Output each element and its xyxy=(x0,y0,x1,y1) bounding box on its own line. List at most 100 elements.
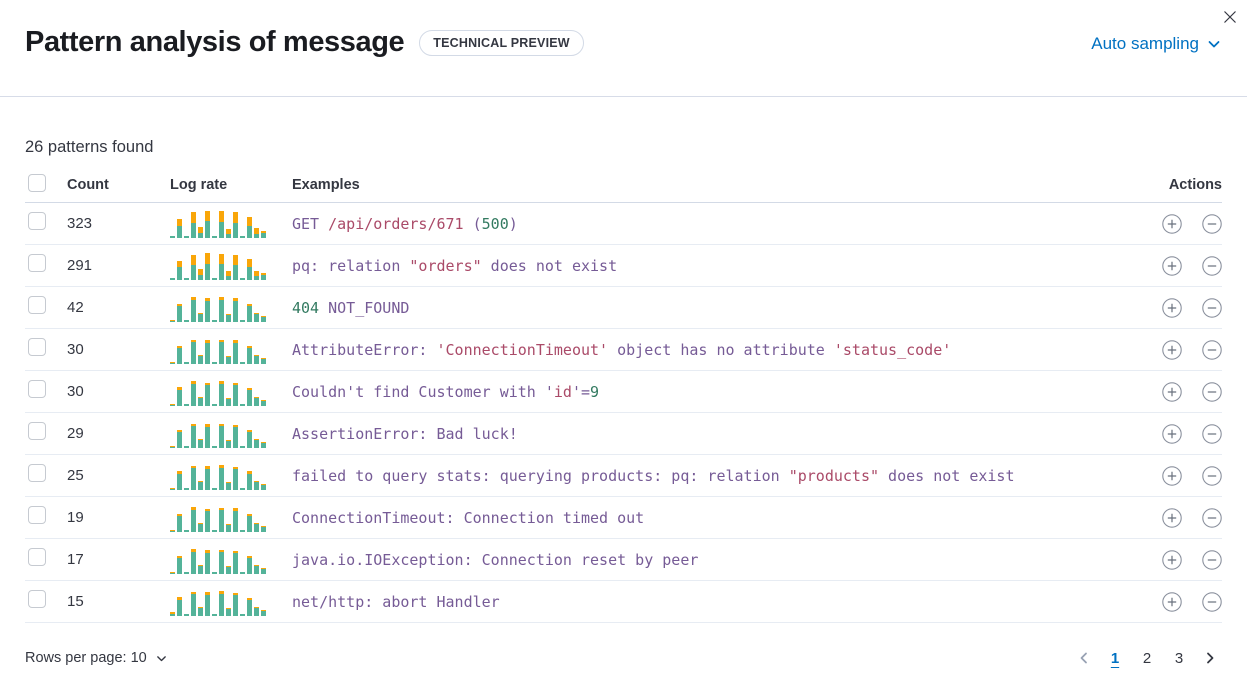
count-cell: 42 xyxy=(67,299,84,316)
row-checkbox[interactable] xyxy=(28,254,46,272)
plus-circle-icon xyxy=(1162,255,1182,276)
filter-in-button[interactable] xyxy=(1162,507,1182,528)
example-cell: failed to query stats: querying products… xyxy=(292,467,1130,485)
plus-circle-icon xyxy=(1162,381,1182,402)
filter-out-button[interactable] xyxy=(1202,381,1222,402)
log-rate-sparkline xyxy=(170,588,270,616)
example-token: "products" xyxy=(788,466,880,485)
close-button[interactable] xyxy=(1217,4,1243,30)
log-rate-sparkline xyxy=(170,504,270,532)
minus-circle-icon xyxy=(1202,549,1222,570)
select-all-checkbox[interactable] xyxy=(28,173,46,192)
row-checkbox[interactable] xyxy=(28,338,46,356)
sampling-dropdown-label: Auto sampling xyxy=(1091,34,1199,53)
filter-in-button[interactable] xyxy=(1162,381,1182,402)
example-token: object has no attribute xyxy=(608,340,834,359)
column-header-count: Count xyxy=(67,177,109,193)
rows-per-page-button[interactable]: Rows per page: 10 xyxy=(25,650,168,666)
filter-out-button[interactable] xyxy=(1202,465,1222,486)
example-token: does not exist xyxy=(879,466,1015,485)
row-checkbox[interactable] xyxy=(28,296,46,314)
filter-in-button[interactable] xyxy=(1162,423,1182,444)
rows-per-page-label: Rows per page: 10 xyxy=(25,650,147,666)
filter-out-button[interactable] xyxy=(1202,423,1222,444)
log-rate-sparkline xyxy=(170,546,270,574)
example-token: ) xyxy=(508,214,518,233)
minus-circle-icon xyxy=(1202,465,1222,486)
filter-in-button[interactable] xyxy=(1162,255,1182,276)
row-checkbox[interactable] xyxy=(28,548,46,566)
plus-circle-icon xyxy=(1162,213,1182,234)
example-token: 500 xyxy=(481,214,509,233)
plus-circle-icon xyxy=(1162,549,1182,570)
pagination-prev-button[interactable] xyxy=(1072,646,1096,670)
chevron-left-icon xyxy=(1080,652,1087,664)
filter-out-button[interactable] xyxy=(1202,507,1222,528)
log-rate-sparkline xyxy=(170,420,270,448)
chevron-down-icon xyxy=(1208,41,1220,48)
pagination-page-3[interactable]: 3 xyxy=(1166,646,1192,670)
count-cell: 25 xyxy=(67,467,84,484)
filter-in-button[interactable] xyxy=(1162,213,1182,234)
table-body: 323 GET /api/orders/671 (500) 291 pq: re… xyxy=(25,203,1222,623)
sampling-dropdown-button[interactable]: Auto sampling xyxy=(1091,34,1222,54)
example-token: /api/orders/671 xyxy=(328,214,464,233)
filter-in-button[interactable] xyxy=(1162,591,1182,612)
filter-in-button[interactable] xyxy=(1162,339,1182,360)
close-icon xyxy=(1224,11,1236,23)
filter-out-button[interactable] xyxy=(1202,591,1222,612)
filter-out-button[interactable] xyxy=(1202,213,1222,234)
example-token: 404 xyxy=(292,298,320,317)
minus-circle-icon xyxy=(1202,255,1222,276)
example-token: AttributeError: xyxy=(292,340,437,359)
technical-preview-badge: TECHNICAL PREVIEW xyxy=(419,30,584,56)
table-row: 17 java.io.IOException: Connection reset… xyxy=(25,539,1222,581)
table-row: 29 AssertionError: Bad luck! xyxy=(25,413,1222,455)
filter-in-button[interactable] xyxy=(1162,549,1182,570)
header-divider xyxy=(0,96,1247,97)
example-token: pq: relation xyxy=(292,256,410,275)
example-token: java.io.IOException: Connection reset by… xyxy=(292,550,699,569)
example-token: net/http: abort Handler xyxy=(292,592,500,611)
filter-in-button[interactable] xyxy=(1162,465,1182,486)
row-checkbox[interactable] xyxy=(28,464,46,482)
example-cell: Couldn't find Customer with 'id'=9 xyxy=(292,383,1130,401)
row-checkbox[interactable] xyxy=(28,506,46,524)
table-row: 42 404 NOT_FOUND xyxy=(25,287,1222,329)
example-token: 'ConnectionTimeout' xyxy=(436,340,609,359)
minus-circle-icon xyxy=(1202,591,1222,612)
minus-circle-icon xyxy=(1202,507,1222,528)
example-cell: java.io.IOException: Connection reset by… xyxy=(292,551,1130,569)
filter-out-button[interactable] xyxy=(1202,549,1222,570)
filter-in-button[interactable] xyxy=(1162,297,1182,318)
plus-circle-icon xyxy=(1162,591,1182,612)
filter-out-button[interactable] xyxy=(1202,297,1222,318)
filter-out-button[interactable] xyxy=(1202,255,1222,276)
row-checkbox[interactable] xyxy=(28,590,46,608)
table-row: 30 AttributeError: 'ConnectionTimeout' o… xyxy=(25,329,1222,371)
count-cell: 15 xyxy=(67,593,84,610)
row-checkbox[interactable] xyxy=(28,380,46,398)
patterns-found-count: 26 patterns found xyxy=(25,138,154,156)
example-cell: pq: relation "orders" does not exist xyxy=(292,257,1130,275)
pagination-page-2[interactable]: 2 xyxy=(1134,646,1160,670)
row-checkbox[interactable] xyxy=(28,212,46,230)
count-cell: 30 xyxy=(67,341,84,358)
pagination-next-button[interactable] xyxy=(1198,646,1222,670)
log-rate-sparkline xyxy=(170,294,270,322)
row-checkbox[interactable] xyxy=(28,422,46,440)
table-row: 323 GET /api/orders/671 (500) xyxy=(25,203,1222,245)
example-token: ConnectionTimeout: Connection timed out xyxy=(292,508,645,527)
table-row: 19 ConnectionTimeout: Connection timed o… xyxy=(25,497,1222,539)
log-rate-sparkline xyxy=(170,210,270,238)
table-header-row: Count Log rate Examples Actions xyxy=(25,168,1222,203)
pagination-page-1[interactable]: 1 xyxy=(1102,646,1128,670)
example-cell: GET /api/orders/671 (500) xyxy=(292,215,1130,233)
column-header-examples: Examples xyxy=(292,177,360,193)
plus-circle-icon xyxy=(1162,507,1182,528)
filter-out-button[interactable] xyxy=(1202,339,1222,360)
example-token: 9 xyxy=(590,382,600,401)
count-cell: 323 xyxy=(67,215,93,232)
